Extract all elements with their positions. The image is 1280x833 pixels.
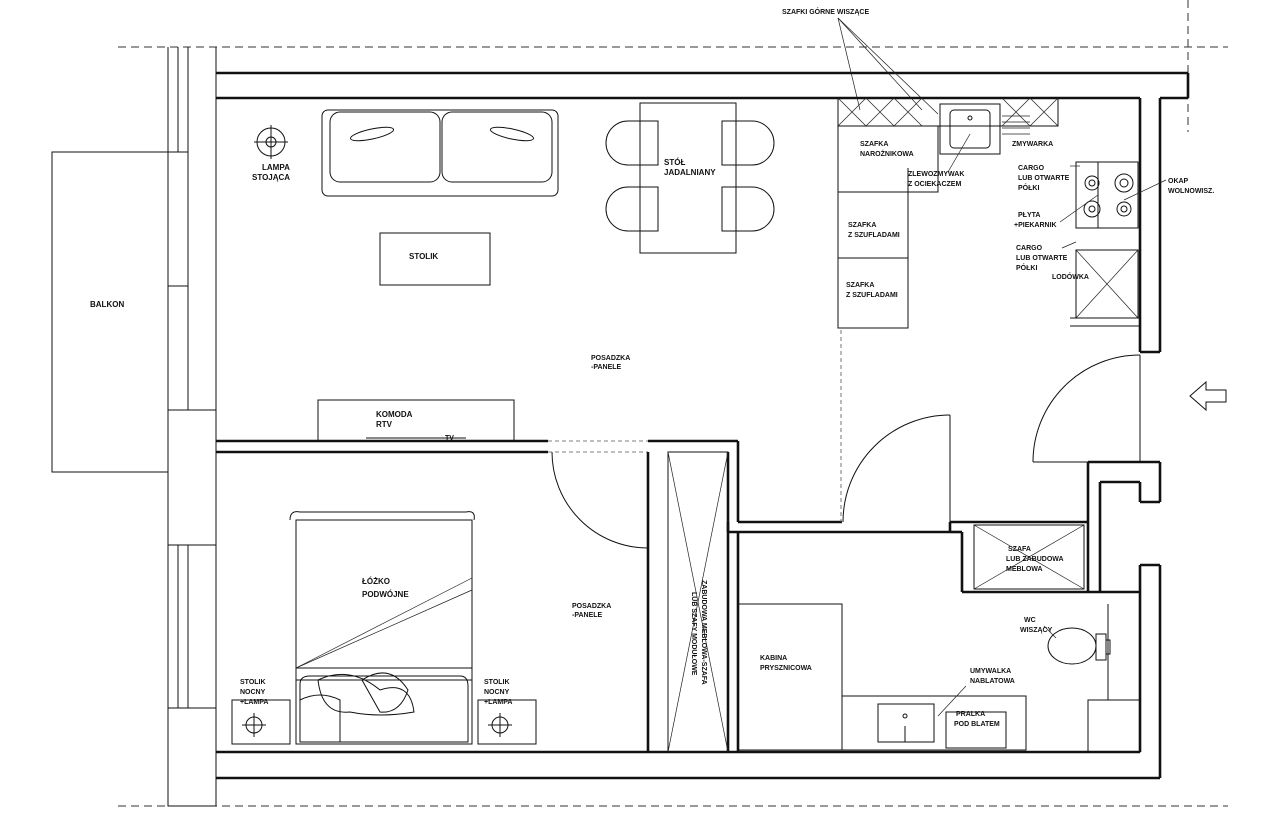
washer-label-2: POD BLATEM (954, 721, 1000, 728)
drawers-1-label-2: Z SZUFLADAMI (848, 232, 900, 239)
corner-cabinet-label-2: NAROŻNIKOWA (860, 150, 914, 158)
lamp-label-1: LAMPA (262, 163, 290, 172)
hall-closet (973, 524, 1085, 590)
drawers-2-label-1: SZAFKA (846, 282, 874, 289)
hood-label-2: WOLNOWISZ. (1168, 188, 1214, 195)
coffee-table-label: STOLIK (409, 252, 438, 261)
dishwasher-label: ZMYWARKA (1012, 141, 1053, 148)
shower-label-2: PRYSZNICOWA (760, 665, 812, 672)
bedroom-door[interactable] (551, 451, 649, 549)
cargo-b-label-3: PÓŁKI (1016, 263, 1037, 272)
tv-dresser (317, 399, 515, 442)
nightstand-left-label-3: +LAMPA (240, 699, 268, 706)
bottom-wall (216, 750, 1160, 780)
fridge-label: LODÓWKA (1052, 272, 1089, 281)
dining-table (605, 102, 775, 254)
cooktop-label-1: PŁYTA (1018, 212, 1040, 219)
washer-label-1: PRALKA (956, 711, 985, 718)
closet-label-2: LUB ZABUDOWA (1006, 556, 1064, 563)
floor-label-bedroom-2: -PANELE (572, 612, 603, 619)
toilet-label-2: WISZĄCY (1020, 627, 1053, 634)
dresser-label-1: KOMODA (376, 410, 413, 419)
wardrobe-label-1: ZABUDOWA MEBLOWA-SZAFA (700, 580, 707, 685)
basin-label-1: UMYWALKA (970, 668, 1011, 675)
drawers-2-label-2: Z SZUFLADAMI (846, 292, 898, 299)
upper-cabinets-label: SZAFKI GÓRNE WISZĄCE (782, 7, 869, 16)
sink-label-2: Z OCIEKACZEM (908, 181, 961, 188)
vanity (841, 695, 1027, 751)
lamp-label-2: STOJĄCA (252, 173, 290, 182)
window-bedroom (167, 707, 217, 807)
nightstand-right-label-2: NOCNY (484, 689, 510, 696)
dining-label-1: STÓŁ (664, 158, 685, 167)
nightstand-right-label-1: STOLIK (484, 679, 510, 686)
closet-label-3: MEBLOWA (1006, 566, 1043, 573)
cargo-a-label-3: PÓŁKI (1018, 183, 1039, 192)
dining-label-2: JADALNIANY (664, 168, 716, 177)
sink-icon (939, 103, 1030, 155)
nightstand-right (477, 699, 537, 745)
building-outline (118, 0, 1228, 807)
cargo-a-label-1: CARGO (1018, 165, 1045, 172)
fridge-icon (1070, 249, 1140, 327)
nightstand-left (231, 699, 291, 745)
drawers-1-label-1: SZAFKA (848, 222, 876, 229)
floor-lamp-icon (254, 125, 288, 159)
top-wall (216, 71, 1190, 100)
window-pillar (167, 409, 217, 546)
shower-label-1: KABINA (760, 655, 787, 662)
nightstand-right-label-3: +LAMPA (484, 699, 512, 706)
nightstand-left-label-2: NOCNY (240, 689, 266, 696)
toilet-label-1: WC (1024, 617, 1036, 624)
nightstand-left-label-1: STOLIK (240, 679, 266, 686)
kitchen-cabinets (837, 97, 1059, 329)
closet-label-1: SZAFA (1008, 546, 1031, 553)
facade-wall (167, 47, 217, 807)
cargo-b-label-2: LUB OTWARTE (1016, 255, 1068, 262)
floor-label-living-1: POSADZKA (591, 355, 630, 362)
wardrobe-label-2: LUB SZAFY MODUŁOWE (690, 592, 697, 676)
sink-label-1: ZLEWOZMYWAK (908, 171, 964, 178)
cargo-b-label-1: CARGO (1016, 245, 1043, 252)
entrance-door[interactable] (1032, 354, 1141, 463)
hood-label-1: OKAP (1168, 178, 1189, 185)
shower-cabin (737, 603, 843, 751)
floor-label-bedroom-1: POSADZKA (572, 603, 611, 610)
corner-cabinet-label-1: SZAFKA (860, 141, 888, 148)
arrow-left-outline-icon (1189, 380, 1227, 412)
bathroom-shaft (1087, 699, 1141, 753)
floor-label-living-2: -PANELE (591, 364, 622, 371)
window-living (167, 151, 189, 411)
wardrobe (667, 451, 729, 753)
dresser-label-2: RTV (376, 420, 393, 429)
coffee-table (379, 232, 491, 286)
toilet-icon (1047, 627, 1111, 665)
basin-label-2: NABLATOWA (970, 678, 1015, 685)
cargo-a-label-2: LUB OTWARTE (1018, 175, 1070, 182)
balcony: BALKON (51, 151, 169, 473)
bed-label-2: PODWÓJNE (362, 590, 409, 599)
bathroom-door[interactable] (842, 414, 951, 523)
double-bed (289, 511, 475, 745)
bed-label-1: ŁÓŻKO (362, 577, 390, 586)
tv-label: TV (445, 435, 454, 442)
partition-wall (216, 439, 740, 752)
cooktop-icon (1075, 161, 1139, 229)
balcony-label: BALKON (90, 300, 124, 309)
sofa (321, 109, 559, 197)
cooktop-label-2: +PIEKARNIK (1014, 222, 1057, 229)
